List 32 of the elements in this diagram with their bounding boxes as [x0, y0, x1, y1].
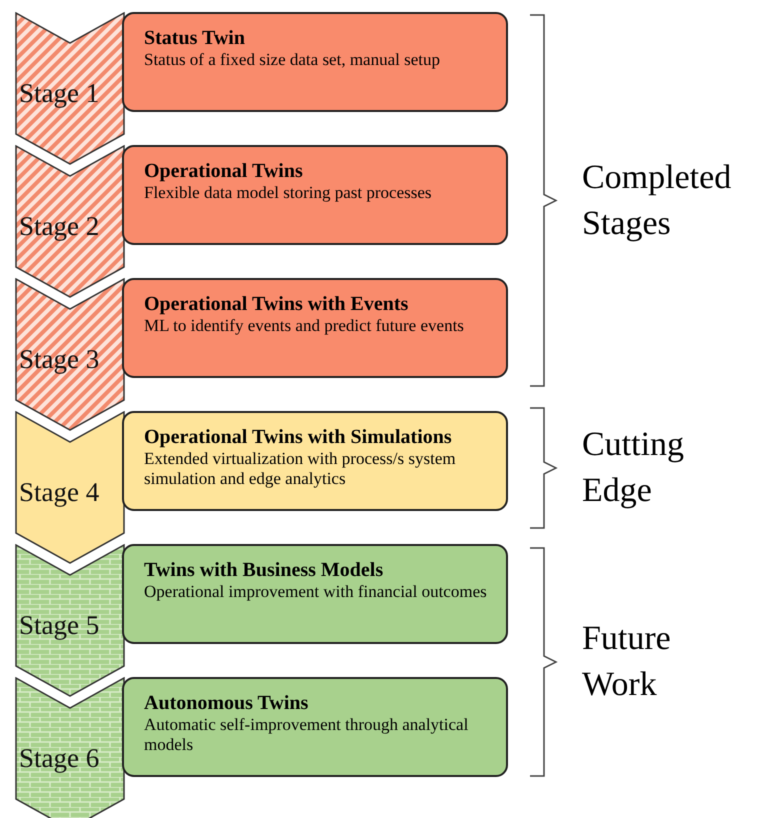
- stage-description: ML to identify events and predict future events: [144, 316, 465, 336]
- stage-label: Stage 2: [19, 211, 100, 242]
- stage-description: Status of a fixed size data set, manual setup: [144, 50, 441, 70]
- stage-box: [122, 145, 508, 245]
- stage-label: Stage 6: [19, 743, 100, 774]
- stage-label: Stage 3: [19, 344, 100, 375]
- stage-description: Operational improvement with financial outcomes: [144, 582, 488, 602]
- stage-box: [122, 12, 508, 112]
- stage-description: Extended virtualization with process/s system simulation and edge analytics: [144, 449, 457, 489]
- stage-title: Twins with Business Models: [144, 558, 384, 582]
- stage-box: [122, 544, 508, 644]
- stage-description: Automatic self-improvement through analytical models: [144, 715, 470, 755]
- chevron-shape: [15, 12, 125, 165]
- stage-box: [122, 677, 508, 777]
- stage-title: Operational Twins with Events: [144, 292, 410, 316]
- chevron-shape: [15, 677, 125, 818]
- chevron-shape: [15, 278, 125, 431]
- stage-description: Flexible data model storing past processes: [144, 183, 433, 203]
- stage-title: Autonomous Twins: [144, 691, 310, 715]
- group-label: Cutting Edge: [582, 425, 686, 511]
- stage-title: Status Twin: [144, 26, 246, 50]
- stage-label: Stage 5: [19, 610, 100, 641]
- group-label: Completed Stages: [582, 158, 732, 244]
- chevron-shape: [15, 411, 125, 564]
- chevron-shape: [15, 145, 125, 298]
- chevron-shape: [15, 544, 125, 697]
- group-label: Future Work: [582, 619, 672, 705]
- stage-box: [122, 278, 508, 378]
- stage-title: Operational Twins: [144, 159, 304, 183]
- stage-label: Stage 4: [19, 477, 100, 508]
- stage-title: Operational Twins with Simulations: [144, 425, 453, 449]
- stage-label: Stage 1: [19, 78, 100, 109]
